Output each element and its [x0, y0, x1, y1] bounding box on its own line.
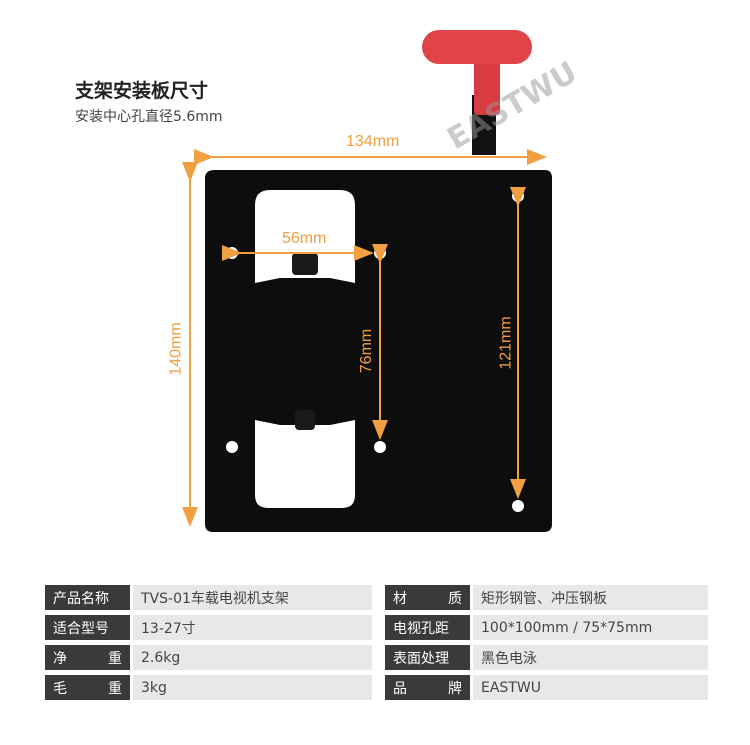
spec-value: 黑色电泳 [473, 645, 708, 670]
spec-row: 净 重 2.6kg [45, 645, 372, 670]
spec-label: 电视孔距 [393, 620, 449, 637]
spec-label: 重 [108, 650, 122, 667]
spec-row: 毛 重 3kg [45, 675, 372, 700]
vertical-hole-dimension: 76mm [358, 328, 376, 374]
spec-label: 适合型号 [53, 620, 109, 637]
spec-value: 13-27寸 [133, 615, 372, 640]
page-title: 支架安装板尺寸 [75, 80, 209, 102]
spec-label: 牌 [448, 680, 462, 697]
spec-label: 品 [393, 680, 407, 697]
spec-row: 表面处理 黑色电泳 [385, 645, 708, 670]
spec-label: 材 [393, 590, 407, 607]
spec-value: 矩形钢管、冲压钢板 [473, 585, 708, 610]
horizontal-hole-dimension: 56mm [282, 230, 327, 247]
spec-row: 电视孔距 100*100mm / 75*75mm [385, 615, 708, 640]
spec-value: 3kg [133, 675, 372, 700]
spec-value: 100*100mm / 75*75mm [473, 615, 708, 640]
spec-row: 产品名称 TVS-01车载电视机支架 [45, 585, 372, 610]
spec-row: 材 质矩形钢管、冲压钢板 [385, 585, 708, 610]
spec-label: 质 [448, 590, 462, 607]
spec-value: 2.6kg [133, 645, 372, 670]
lower-slot [255, 420, 355, 508]
spec-row: 品 牌 EASTWU [385, 675, 708, 700]
right-hole-dimension: 121mm [497, 316, 515, 370]
width-dimension: 134mm [346, 133, 400, 150]
spec-value: TVS-01车载电视机支架 [133, 585, 372, 610]
spec-label: 净 [53, 650, 67, 667]
spec-value: EASTWU [473, 675, 708, 700]
height-dimension: 140mm [167, 322, 185, 376]
page-subtitle: 安装中心孔直径5.6mm [75, 109, 223, 125]
watermark-logo: EASTWU [442, 55, 584, 157]
spec-row: 适合型号 13-27寸 [45, 615, 372, 640]
spec-label: 表面处理 [393, 650, 449, 667]
spec-label: 毛 [53, 680, 67, 697]
bracket-drawing: EASTWU [182, 30, 584, 532]
t-handle-knob [422, 30, 532, 155]
spec-label: 重 [108, 680, 122, 697]
spec-label: 产品名称 [53, 590, 109, 607]
